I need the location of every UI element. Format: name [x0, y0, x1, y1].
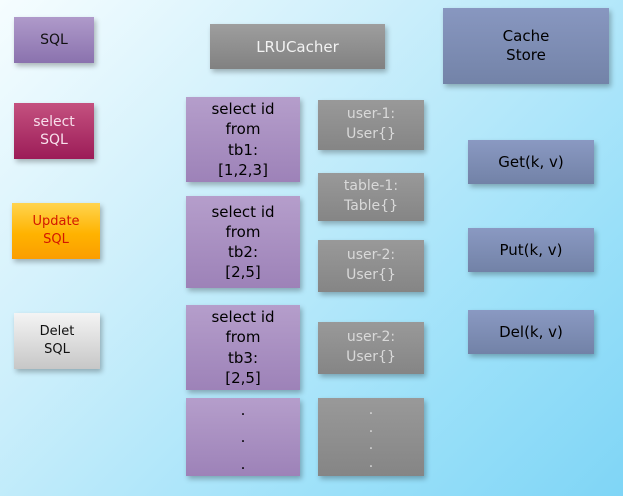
cache-entry-user-2: user-2: User{}: [318, 240, 424, 292]
query-box-ellipsis: . . .: [186, 398, 300, 476]
query-box-tb2: select id from tb2: [2,5]: [186, 196, 300, 288]
cache-store-box: Cache Store: [443, 8, 609, 84]
update-sql-box: Update SQL: [12, 203, 100, 259]
query-box-tb1: select id from tb1: [1,2,3]: [186, 97, 300, 182]
cache-entry-user-2b: user-2: User{}: [318, 322, 424, 374]
delete-sql-box: Delet SQL: [14, 313, 100, 369]
cache-entry-table-1: table-1: Table{}: [318, 173, 424, 221]
del-operation-box: Del(k, v): [468, 310, 594, 354]
cache-entry-ellipsis: . . . .: [318, 398, 424, 476]
get-operation-box: Get(k, v): [468, 140, 594, 184]
sql-box: SQL: [14, 17, 94, 63]
lru-cacher-box: LRUCacher: [210, 24, 385, 69]
put-operation-box: Put(k, v): [468, 228, 594, 272]
select-sql-box: select SQL: [14, 103, 94, 159]
cache-entry-user-1: user-1: User{}: [318, 100, 424, 150]
query-box-tb3: select id from tb3: [2,5]: [186, 305, 300, 390]
